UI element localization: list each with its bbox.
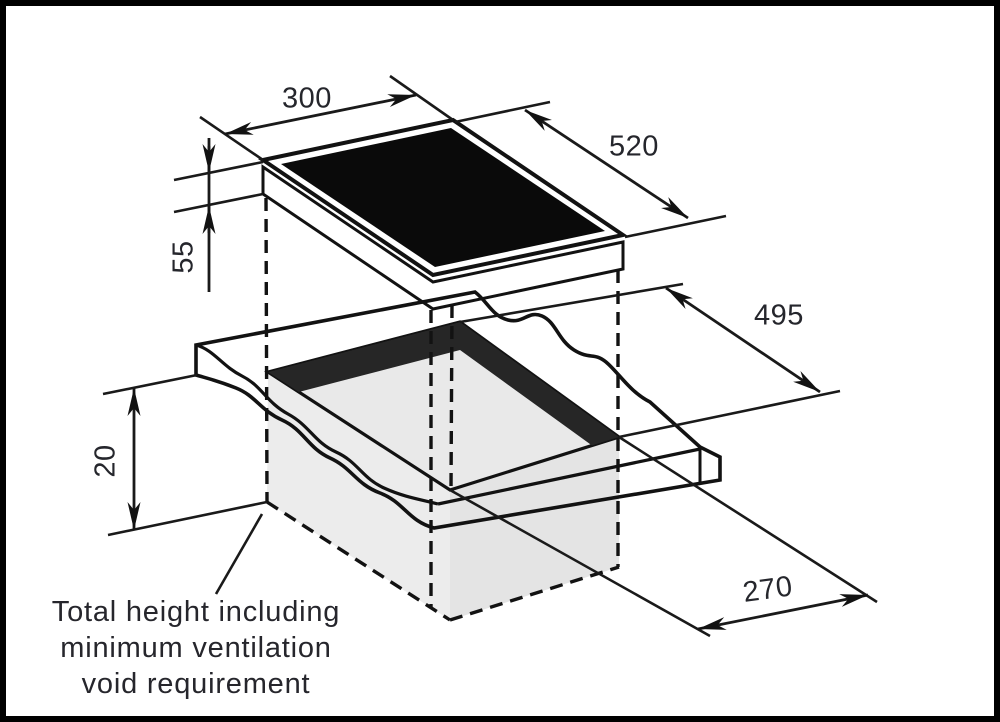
dimension-line <box>524 108 689 220</box>
caption-line-2: minimum ventilation <box>60 632 331 664</box>
dimension-hob-depth: 520 <box>454 100 727 239</box>
caption-line-3: void requirement <box>82 668 311 700</box>
worktop <box>194 290 722 530</box>
extension-line <box>107 500 268 537</box>
extension-line <box>618 435 878 604</box>
extension-line <box>459 282 684 324</box>
caption-line-1: Total height including <box>52 596 340 628</box>
dim-cutout-length-label: 495 <box>754 300 804 332</box>
void-bottom-left-edge <box>266 500 451 622</box>
extension-line <box>454 100 551 124</box>
caption: Total height including minimum ventilati… <box>52 596 340 700</box>
dimension-line <box>665 286 821 394</box>
dimension-line <box>224 93 417 136</box>
projection-line-cutout-front <box>449 304 454 490</box>
extension-line <box>389 74 454 122</box>
void-bottom-right-edge <box>449 565 620 622</box>
extension-line <box>173 192 264 214</box>
dim-hob-height-label: 55 <box>168 240 200 273</box>
projection-line-left <box>264 197 269 503</box>
dim-hob-width-label: 300 <box>282 83 332 115</box>
void-right-face <box>450 437 619 620</box>
dimension-cutout-width: 270 <box>449 435 878 638</box>
worktop-break-edge <box>195 343 439 506</box>
extension-line <box>173 160 264 182</box>
extension-line <box>102 373 198 396</box>
extension-line <box>449 488 711 638</box>
hob <box>257 117 629 311</box>
dimension-hob-height: 55 <box>168 138 264 292</box>
worktop-silhouette <box>194 290 722 530</box>
extension-line <box>199 115 264 162</box>
worktop-front-edge <box>437 447 701 506</box>
hob-glass-surface <box>281 128 605 267</box>
cutout-inner-wall <box>268 322 619 465</box>
dimension-void-depth: 20 <box>90 373 268 537</box>
caption-leader-line <box>214 513 264 595</box>
dimension-cutout-length: 495 <box>459 282 841 439</box>
projection-lines <box>264 197 620 622</box>
dim-void-depth-label: 20 <box>90 444 122 477</box>
extension-line <box>624 214 727 239</box>
dimension-line <box>697 593 869 631</box>
dim-cutout-width-label: 270 <box>741 570 795 609</box>
dim-hob-depth-label: 520 <box>609 131 659 163</box>
dimension-hob-width: 300 <box>199 74 454 162</box>
extension-line <box>618 389 841 439</box>
